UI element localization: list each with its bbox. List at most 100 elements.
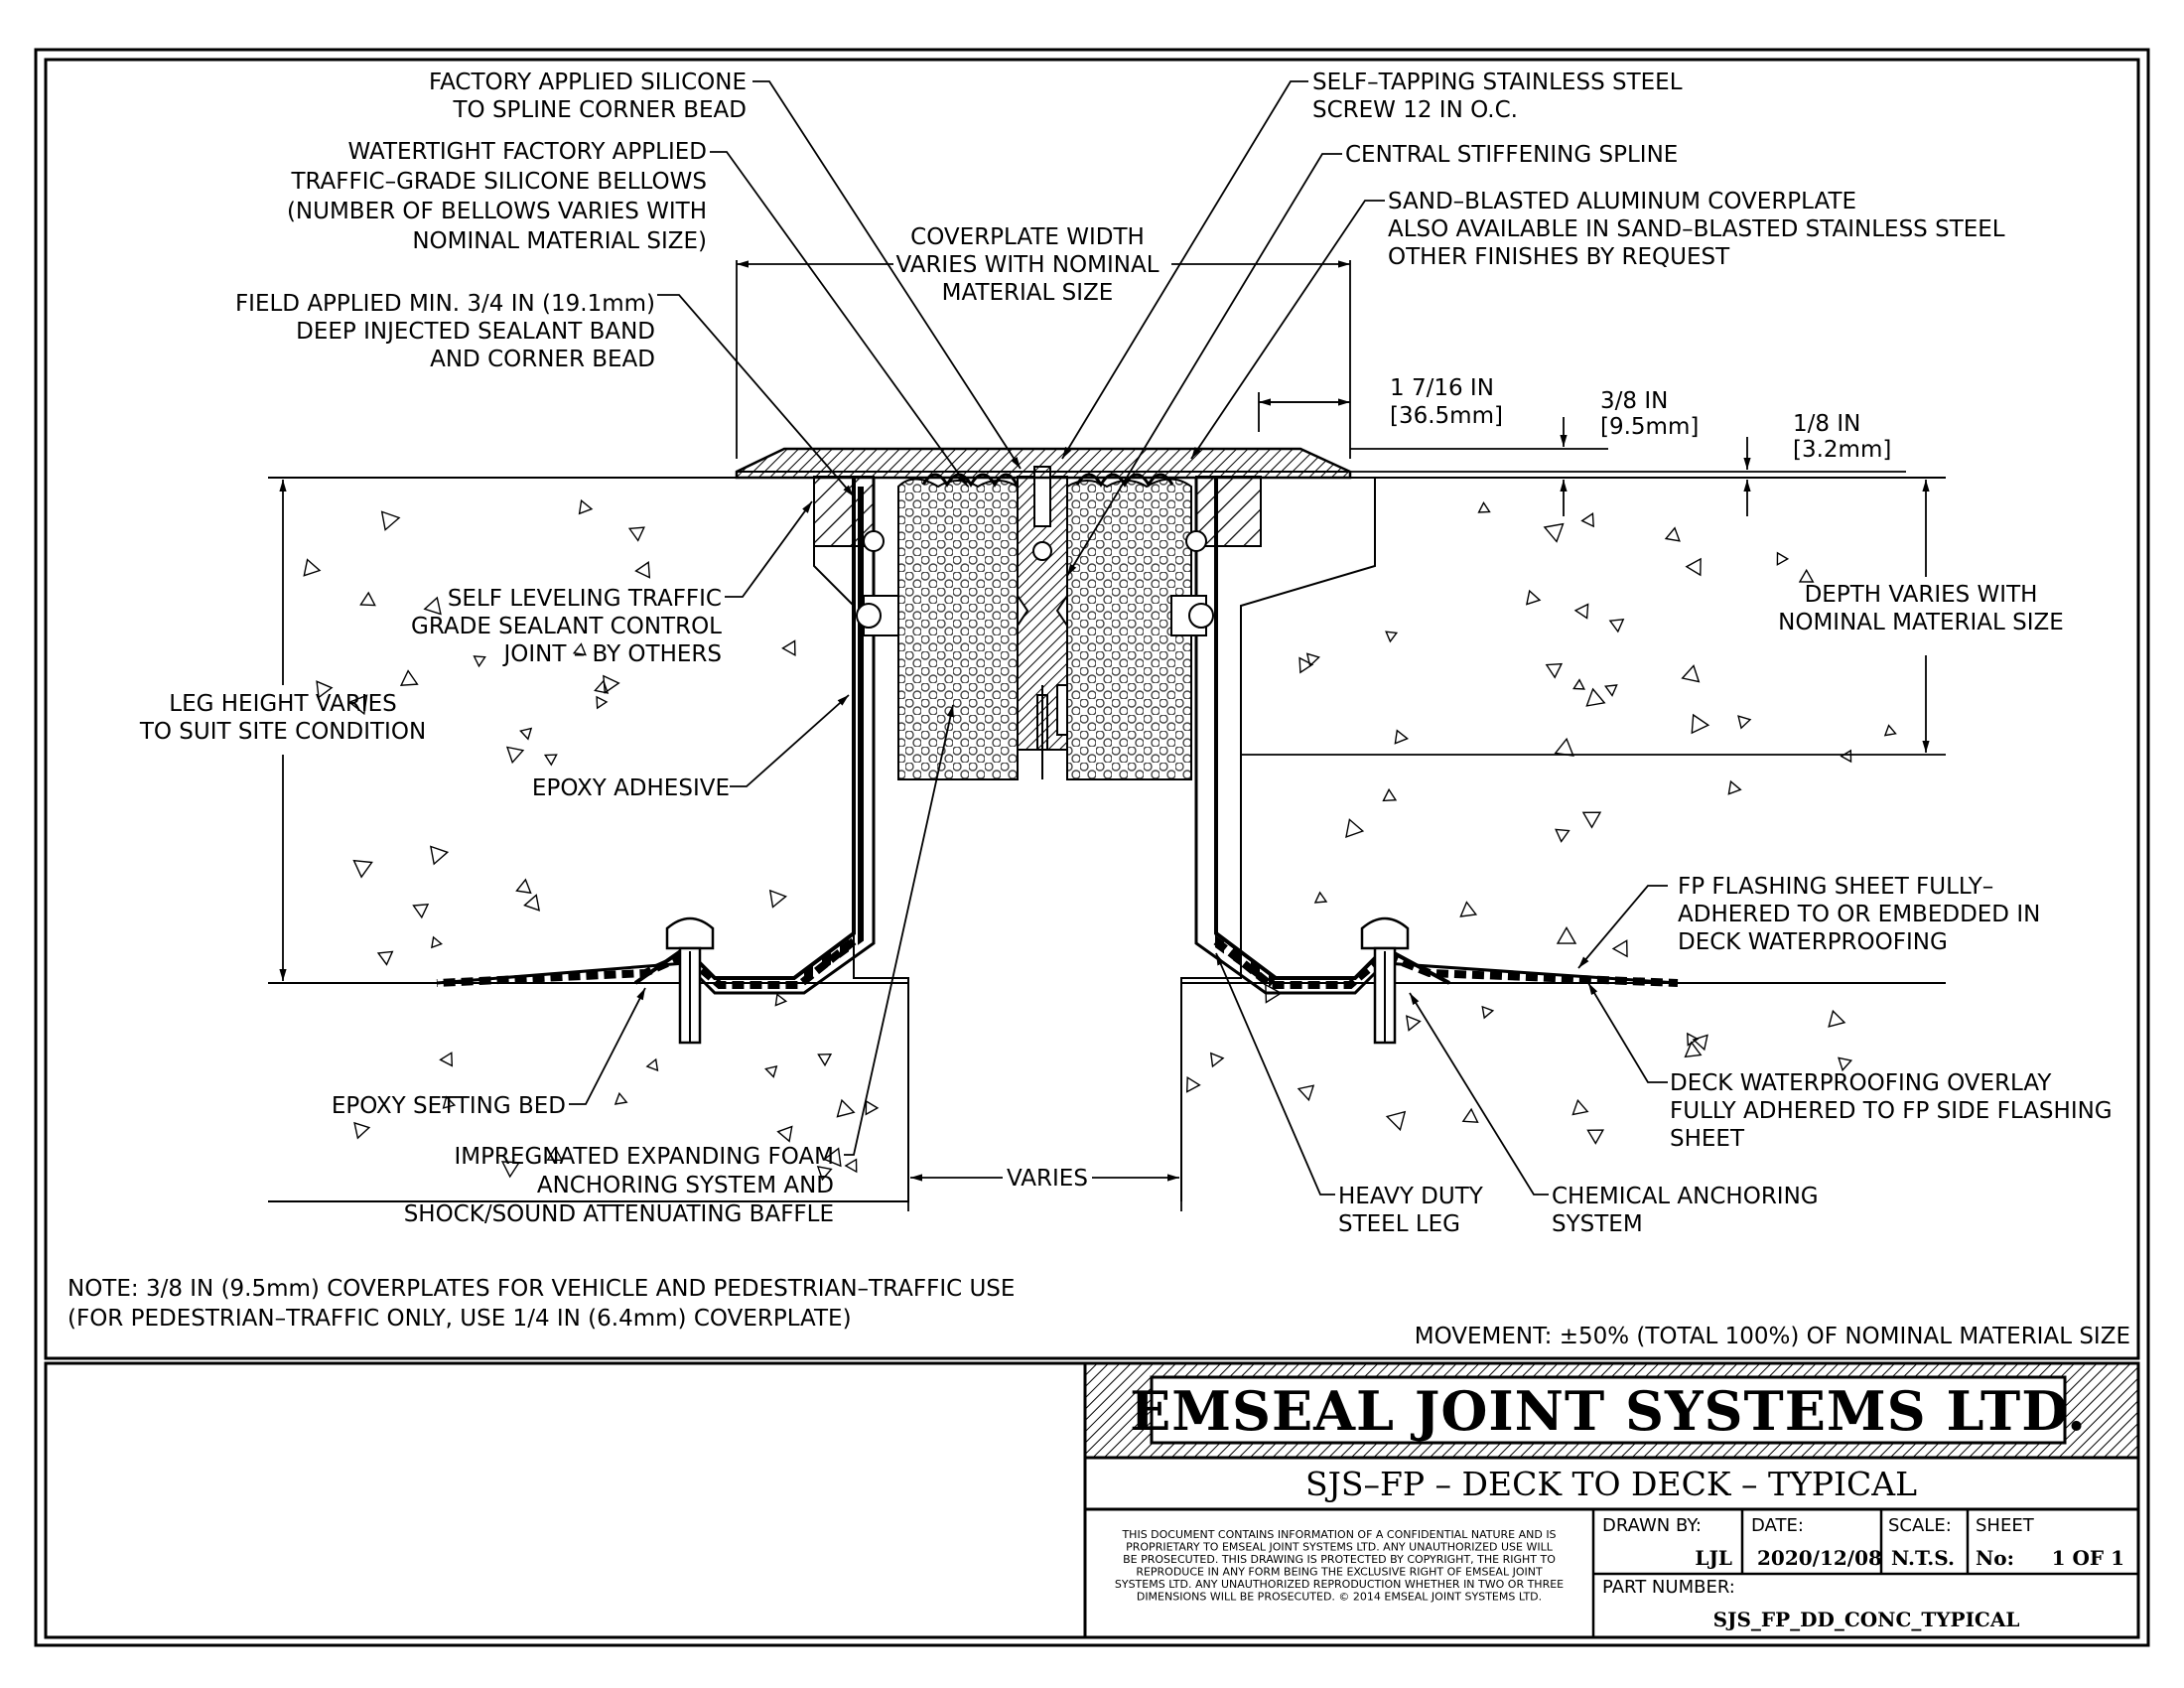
label-deck-overlay-line: DECK WATERPROOFING OVERLAY (1670, 1070, 2052, 1096)
label-coverplate-line: OTHER FINISHES BY REQUEST (1388, 244, 1730, 270)
leaders (569, 80, 1668, 1196)
aggregate-mark (1385, 631, 1399, 643)
aggregate-mark (1525, 589, 1542, 606)
aggregate-mark (347, 694, 368, 716)
label-bellows-line: (NUMBER OF BELLOWS VARIES WITH (287, 199, 707, 224)
label-dim-1-8-line: [3.2mm] (1793, 437, 1891, 463)
aggregate-mark (817, 1053, 833, 1067)
title-block (1084, 1362, 2139, 1637)
label-varies: VARIES (1007, 1166, 1088, 1192)
aggregate-mark (594, 679, 610, 694)
aggregate-mark (1481, 1005, 1495, 1020)
aggregate-mark (543, 754, 558, 767)
label-field-sealant-line: DEEP INJECTED SEALANT BAND (296, 319, 655, 345)
label-steel-leg-line: HEAVY DUTY (1338, 1184, 1484, 1209)
label-deck-overlay-line: FULLY ADHERED TO FP SIDE FLASHING (1670, 1098, 2113, 1124)
aggregate-mark (1664, 526, 1681, 542)
aggregate-mark (1545, 662, 1564, 679)
aggregate-mark (519, 727, 533, 741)
label-spline-line: CENTRAL STIFFENING SPLINE (1345, 142, 1678, 168)
label-dim-3-8: 3/8 IN[9.5mm] (1600, 388, 1699, 440)
dimensions (279, 260, 1946, 1211)
aggregate-mark (423, 596, 442, 616)
label-fp-flashing-line: ADHERED TO OR EMBEDDED IN (1678, 902, 2040, 927)
aggregate-mark (1298, 656, 1314, 674)
aggregate-mark (316, 680, 334, 699)
aggregate-mark (429, 845, 450, 866)
date: 2020/12/08 (1757, 1546, 1882, 1570)
aggregate-mark (303, 558, 322, 577)
aggregate-mark (578, 498, 594, 515)
aggregate-mark (1461, 1107, 1479, 1123)
steel-leg-left (436, 476, 899, 1045)
aggregate-mark (505, 746, 525, 765)
label-foam-line: ANCHORING SYSTEM AND (537, 1173, 834, 1198)
confidential-notice-line: THIS DOCUMENT CONTAINS INFORMATION OF A … (1121, 1528, 1556, 1541)
label-dim-1-8-line: 1/8 IN (1793, 411, 1860, 437)
aggregate-mark (1185, 1075, 1201, 1093)
confidential-notice-line: BE PROSECUTED. THIS DRAWING IS PROTECTED… (1123, 1553, 1556, 1566)
aggregate-mark (1581, 811, 1602, 829)
aggregate-mark (1406, 1015, 1422, 1032)
aggregate-mark (1556, 925, 1577, 944)
label-deck-overlay-line: SHEET (1670, 1126, 1745, 1152)
company-name: EMSEAL JOINT SYSTEMS LTD. (1130, 1379, 2087, 1443)
label-self-leveling-line: SELF LEVELING TRAFFIC (448, 586, 722, 612)
aggregate-mark (1297, 1084, 1315, 1102)
confidential-notice-line: SYSTEMS LTD. ANY UNAUTHORIZED REPRODUCTI… (1115, 1578, 1564, 1591)
aggregate-mark (1685, 557, 1702, 577)
label-dim-1-7-16-line: [36.5mm] (1390, 403, 1503, 429)
aggregate-mark (1828, 1009, 1846, 1028)
aggregate-mark (1477, 501, 1491, 513)
label-varies-line: VARIES (1007, 1166, 1088, 1192)
general-note: NOTE: 3/8 IN (9.5mm) COVERPLATES FOR VEH… (68, 1276, 1015, 1332)
aggregate-mark (1883, 724, 1897, 737)
aggregate-mark (399, 669, 419, 686)
label-dim-3-8-line: [9.5mm] (1600, 414, 1699, 440)
sheet-label: SHEET (1976, 1515, 2035, 1536)
label-self-leveling-line: JOINT – BY OTHERS (502, 641, 723, 667)
aggregate-mark (1608, 618, 1625, 633)
label-epoxy-setting: EPOXY SETTING BED (332, 1093, 566, 1119)
general-note-line: (FOR PEDESTRIAN–TRAFFIC ONLY, USE 1/4 IN… (68, 1306, 852, 1332)
label-dim-1-7-16: 1 7/16 IN[36.5mm] (1390, 375, 1503, 429)
aggregate-mark (546, 1146, 564, 1162)
aggregate-mark (572, 642, 587, 656)
label-coverplate-width-line: COVERPLATE WIDTH (910, 224, 1145, 250)
label-epoxy-adhesive: EPOXY ADHESIVE (532, 775, 730, 801)
central-spline (1017, 466, 1068, 779)
label-fp-flashing: FP FLASHING SHEET FULLY–ADHERED TO OR EM… (1678, 874, 2040, 955)
confidential-notice-line: REPRODUCE IN ANY FORM BEING THE EXCLUSIV… (1136, 1566, 1543, 1579)
general-note-line: NOTE: 3/8 IN (9.5mm) COVERPLATES FOR VEH… (68, 1276, 1015, 1302)
label-depth-line: NOMINAL MATERIAL SIZE (1778, 610, 2064, 635)
aggregate-mark (376, 950, 394, 966)
aggregate-mark (1554, 737, 1574, 757)
coverplate (735, 447, 1352, 480)
label-factory-silicone-line: TO SPLINE CORNER BEAD (452, 97, 747, 123)
aggregate-mark (1459, 901, 1478, 917)
aggregate-mark (614, 1091, 628, 1105)
aggregate-mark (1543, 522, 1565, 543)
aggregate-mark (627, 526, 645, 542)
aggregate-mark (1394, 729, 1409, 745)
aggregate-mark (1681, 664, 1701, 683)
aggregate-mark (359, 591, 376, 607)
label-chemical-line: CHEMICAL ANCHORING (1552, 1184, 1819, 1209)
aggregate-mark (1305, 652, 1320, 667)
title-block-text: EMSEAL JOINT SYSTEMS LTD.SJS–FP – DECK T… (1115, 1379, 2124, 1631)
aggregate-mark (1382, 787, 1398, 802)
aggregate-mark (836, 1098, 856, 1118)
aggregate-mark (634, 561, 651, 579)
confidential-notice: THIS DOCUMENT CONTAINS INFORMATION OF A … (1115, 1528, 1564, 1604)
label-factory-silicone-line: FACTORY APPLIED SILICONE (429, 70, 747, 95)
aggregate-mark (1580, 512, 1594, 528)
aggregate-mark (1573, 603, 1589, 620)
aggregate-mark (1687, 1032, 1700, 1047)
aggregate-mark (442, 1095, 457, 1109)
